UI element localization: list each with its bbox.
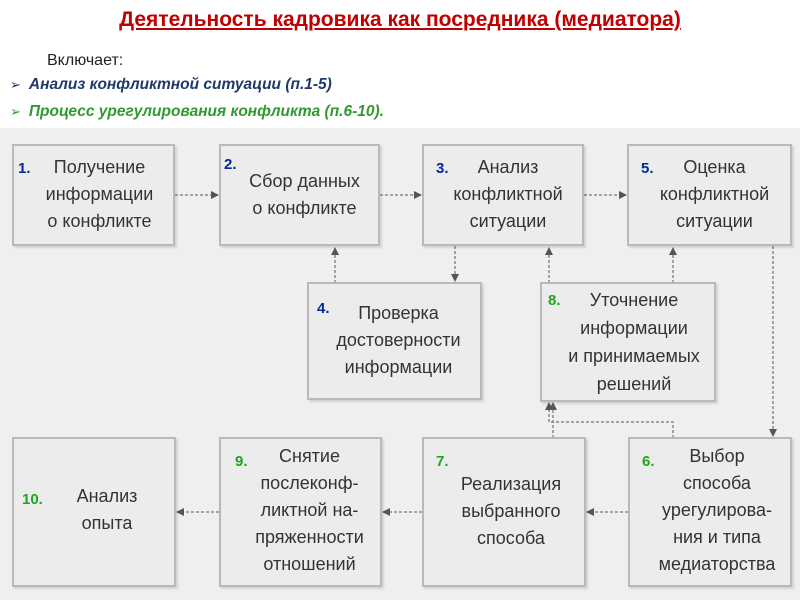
step-box-1: 1. Получение информации о конфликте [12,144,175,246]
bullet-analysis: ➢ Анализ конфликтной ситуации (п.1-5) [10,76,332,94]
step-text: Проверка достоверности информации [336,303,461,377]
step-box-4: 4. Проверка достоверности информации [307,282,482,400]
step-box-5: 5. Оценка конфликтной ситуации [627,144,792,246]
step-number: 8. [548,292,561,309]
step-text: Реализация выбранного способа [460,474,562,548]
page-title: Деятельность кадровика как посредника (м… [119,8,681,31]
step-number: 9. [235,453,248,470]
step-box-7: 7. Реализация выбранного способа [422,437,586,587]
step-text: Анализ конфликтной ситуации [453,157,563,231]
step-number: 6. [642,453,655,470]
step-number: 10. [22,491,43,508]
step-box-9: 9. Снятие послеконф- ликтной на- пряженн… [219,437,382,587]
bullet-settlement: ➢ Процесс урегулирования конфликта (п.6-1… [10,103,384,121]
step-text: Выбор способа урегулирова- ния и типа ме… [658,446,776,574]
arrow-6-8 [545,402,674,438]
step-number: 5. [641,160,654,177]
step-text: Уточнение информации и принимаемых решен… [568,290,700,394]
step-text: Анализ опыта [76,486,138,533]
includes-label: Включает: [47,52,124,69]
step-box-10: 10. Анализ опыта [12,437,176,587]
step-number: 2. [224,156,237,173]
step-box-3: 3. Анализ конфликтной ситуации [422,144,584,246]
step-number: 4. [317,300,330,317]
step-text: Оценка конфликтной ситуации [659,157,770,231]
step-number: 3. [436,160,449,177]
step-box-6: 6. Выбор способа урегулирова- ния и типа… [628,437,792,587]
step-box-8: 8. Уточнение информации и принимаемых ре… [540,282,716,402]
arrow-bullet-icon: ➢ [10,77,21,92]
step-text: Получение информации о конфликте [45,157,154,231]
arrow-bullet-icon: ➢ [10,104,21,119]
bullet-settlement-text: Процесс урегулирования конфликта (п.6-10… [28,103,384,120]
step-number: 7. [436,453,449,470]
bullet-analysis-text: Анализ конфликтной ситуации (п.1-5) [28,76,332,93]
step-number: 1. [18,160,31,177]
step-text: Снятие послеконф- ликтной на- пряженност… [255,446,364,574]
step-text: Сбор данных о конфликте [249,171,360,218]
step-box-2: 2. Сбор данных о конфликте [219,144,380,246]
